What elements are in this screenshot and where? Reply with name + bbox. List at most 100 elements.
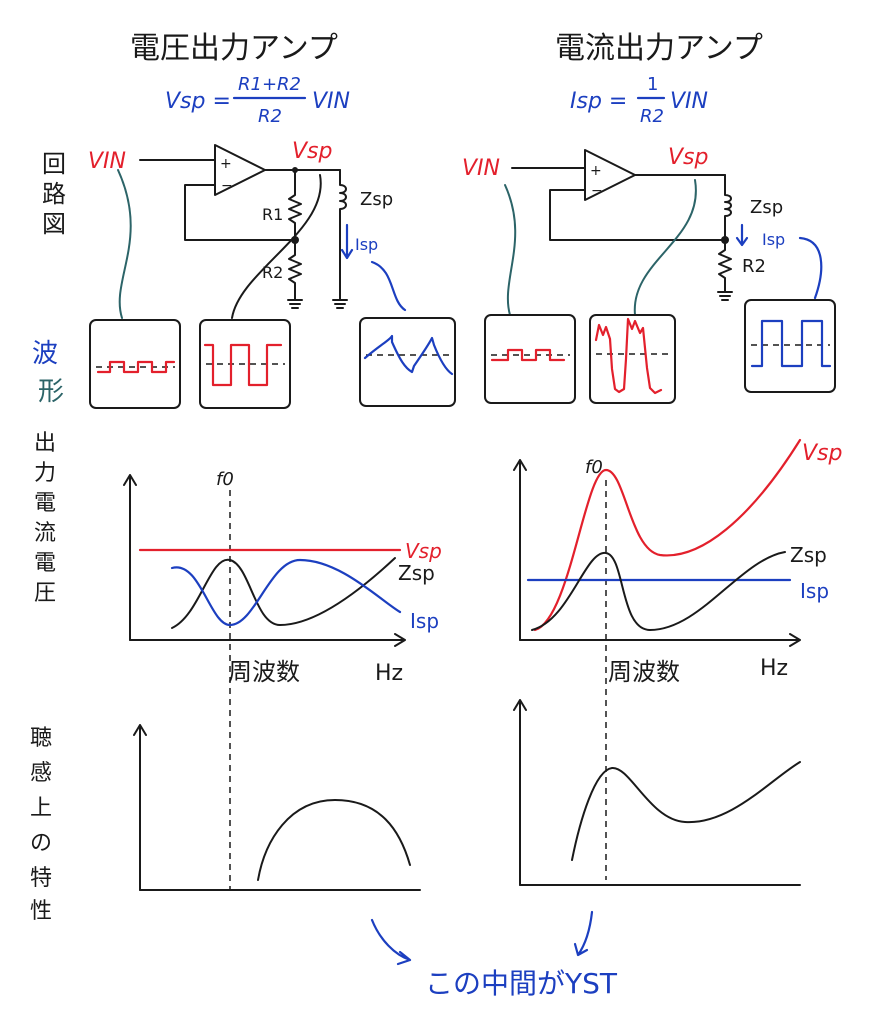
left-formula-numerator: R1+R2 — [238, 74, 301, 95]
svg-text:特: 特 — [30, 866, 52, 891]
left-hearing-graph — [133, 724, 421, 891]
svg-text:性: 性 — [30, 899, 52, 924]
hearing-curve — [257, 799, 411, 881]
y-axis — [513, 459, 527, 641]
conclusion-text: この中間がYST — [425, 967, 618, 1000]
sawtooth-wave — [363, 334, 454, 376]
isp-legend: Isp — [800, 579, 829, 603]
right-formula-rhs: VIN — [670, 89, 708, 114]
x-axis-label: 周波数 — [228, 658, 300, 686]
waveform-right-vin — [484, 314, 576, 404]
right-output-graph: f0 Vsp Isp Zsp 周波数 Hz — [513, 438, 842, 880]
x-axis — [519, 633, 801, 647]
vsp-legend: Vsp — [802, 441, 842, 466]
svg-text:電: 電 — [34, 491, 56, 516]
current-arrow-icon — [735, 223, 749, 247]
right-formula-lhs: Isp = — [570, 89, 627, 114]
row-label-output: 出 力 電 流 電 圧 — [34, 431, 56, 606]
ground-icon — [332, 299, 348, 309]
x-axis-label: 周波数 — [608, 658, 680, 686]
isp-curve — [170, 558, 402, 627]
svg-text:流: 流 — [34, 521, 56, 546]
coil-icon — [339, 169, 347, 301]
resistor-icon — [718, 239, 732, 293]
y-axis — [123, 474, 137, 641]
right-formula: Isp = 1 R2 VIN — [570, 74, 708, 127]
square-wave — [490, 348, 566, 362]
svg-text:−: − — [221, 178, 233, 194]
left-formula: Vsp = R1+R2 R2 VIN — [165, 74, 350, 127]
waveform-right-vsp — [589, 314, 676, 404]
svg-text:聴: 聴 — [30, 726, 52, 751]
r2-label: R2 — [742, 256, 766, 277]
isp-legend: Isp — [410, 609, 439, 633]
vsp-label: Vsp — [292, 139, 332, 164]
left-title: 電圧出力アンプ — [130, 31, 338, 66]
right-formula-denominator: R2 — [640, 106, 664, 127]
isp-label: Isp — [762, 230, 785, 249]
zsp-label: Zsp — [360, 189, 393, 210]
arrow-icon — [573, 910, 594, 957]
svg-text:力: 力 — [34, 461, 56, 486]
svg-text:+: + — [590, 163, 602, 179]
zsp-curve — [171, 557, 396, 629]
row-label-hearing: 聴 感 上 の 特 性 — [30, 726, 52, 924]
svg-text:+: + — [220, 156, 232, 172]
svg-text:路: 路 — [42, 180, 66, 208]
current-arrow-icon — [340, 223, 354, 260]
waveform-left-vsp — [199, 319, 291, 409]
r1-label: R1 — [262, 205, 283, 224]
svg-text:−: − — [591, 183, 603, 199]
right-circuit: VIN + − Vsp Zsp R2 Isp — [462, 145, 823, 316]
coil-icon — [724, 174, 732, 241]
svg-text:感: 感 — [30, 761, 52, 786]
r2-label: R2 — [262, 263, 283, 282]
left-formula-denominator: R2 — [258, 106, 282, 127]
vin-label: VIN — [462, 156, 500, 181]
x-axis — [129, 633, 406, 647]
zsp-curve — [531, 551, 786, 631]
left-formula-rhs: VIN — [312, 89, 350, 114]
hearing-curve — [571, 761, 801, 861]
vsp-curve — [533, 438, 802, 632]
row-label-circuit: 回 路 図 — [42, 150, 66, 238]
ground-icon — [717, 291, 733, 301]
waveform-left-vin — [89, 319, 181, 409]
svg-text:電: 電 — [34, 551, 56, 576]
ground-icon — [287, 299, 303, 309]
svg-text:圧: 圧 — [34, 581, 56, 606]
left-output-graph: f0 Vsp Zsp Isp 周波数 Hz — [123, 469, 442, 890]
arrow-icon — [370, 918, 412, 966]
vin-label: VIN — [88, 149, 126, 174]
opamp-icon — [584, 149, 636, 201]
svg-text:回: 回 — [42, 150, 66, 178]
vsp-legend: Vsp — [405, 539, 442, 563]
right-formula-numerator: 1 — [647, 74, 658, 95]
right-hearing-graph — [513, 699, 801, 886]
f0-label: f0 — [585, 457, 603, 478]
x-axis-unit: Hz — [375, 661, 403, 686]
isp-label: Isp — [355, 235, 378, 254]
right-title: 電流出力アンプ — [555, 31, 763, 66]
square-wave — [750, 319, 832, 368]
square-wave — [203, 343, 283, 387]
row-label-waveform: 波 形 — [32, 339, 64, 407]
y-axis — [513, 699, 527, 886]
waveform-right-isp — [744, 299, 836, 393]
zsp-legend: Zsp — [398, 561, 435, 585]
opamp-icon — [214, 144, 266, 196]
f0-label: f0 — [216, 469, 234, 490]
left-circuit: VIN + − Vsp R1 R2 Zsp Isp — [88, 139, 407, 319]
svg-text:図: 図 — [42, 210, 66, 238]
distorted-wave — [594, 317, 663, 395]
zsp-legend: Zsp — [790, 543, 827, 567]
x-axis-unit: Hz — [760, 656, 788, 681]
zsp-label: Zsp — [750, 197, 783, 218]
y-axis — [133, 724, 147, 891]
waveform-left-isp — [359, 317, 456, 407]
svg-text:出: 出 — [34, 431, 56, 456]
square-wave — [96, 360, 176, 374]
svg-text:波: 波 — [32, 339, 58, 369]
vsp-label: Vsp — [668, 145, 708, 170]
